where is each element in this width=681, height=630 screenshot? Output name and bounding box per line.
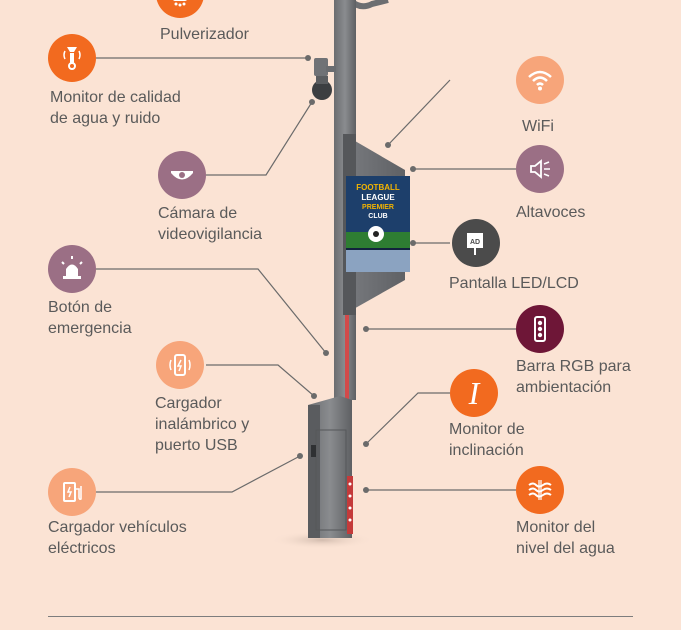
water-level-strip <box>347 476 353 534</box>
label-pantalla: Pantalla LED/LCD <box>449 275 579 292</box>
usb-port <box>311 445 316 457</box>
label-barra-rgb: Barra RGB para ambientación <box>516 358 631 396</box>
emergency-alarm-icon <box>48 245 96 293</box>
connector-wifi <box>387 79 451 146</box>
screen-text-1: FOOTBALL <box>356 183 400 192</box>
wifi-icon <box>516 56 564 104</box>
connector-boton <box>96 268 327 354</box>
screen-text-2: LEAGUE <box>361 193 395 202</box>
label-cargador-inalambrico: Cargador inalámbrico y puerto USB <box>155 395 250 454</box>
water-level-icon <box>516 466 564 514</box>
tilt-glyph: I <box>468 375 480 411</box>
label-wifi: WiFi <box>522 118 554 135</box>
connector-lines <box>96 57 516 493</box>
speaker-icon <box>516 145 564 193</box>
label-camara: Cámara de videovigilancia <box>158 205 263 243</box>
label-nivel-agua: Monitor del nivel del agua <box>516 519 615 557</box>
label-pulverizador: Pulverizador <box>160 26 249 43</box>
screen-text-4: CLUB <box>368 213 387 220</box>
ev-charger-icon <box>48 468 96 516</box>
connector-dots <box>297 55 416 493</box>
label-altavoces: Altavoces <box>516 204 586 221</box>
tilt-monitor-icon: I <box>450 369 498 417</box>
wireless-charging-icon <box>156 341 204 389</box>
label-boton-emergencia: Botón de emergencia <box>48 299 132 337</box>
bottom-divider <box>48 616 633 617</box>
ad-display-icon: AD <box>452 219 500 267</box>
water-quality-sensor-icon <box>48 34 96 82</box>
ad-badge-text: AD <box>470 239 480 246</box>
dome-camera <box>312 80 332 100</box>
security-camera-icon <box>158 151 206 199</box>
connector-cargador-inalambrico <box>206 364 315 397</box>
label-cargador-vehiculos: Cargador vehículos eléctricos <box>48 519 187 557</box>
rgb-light-bar-icon <box>516 305 564 353</box>
label-inclinacion: Monitor de inclinación <box>449 421 525 459</box>
rgb-strip <box>345 310 349 400</box>
label-calidad-agua-ruido: Monitor de calidad de agua y ruido <box>50 89 181 127</box>
connector-camara <box>206 101 313 176</box>
sensor-box <box>314 58 328 76</box>
sprayer-icon <box>156 0 204 18</box>
connector-inclinacion <box>365 392 450 445</box>
screen-text-3: PREMIER <box>362 204 394 211</box>
connector-cargador-vehiculos <box>96 455 301 493</box>
